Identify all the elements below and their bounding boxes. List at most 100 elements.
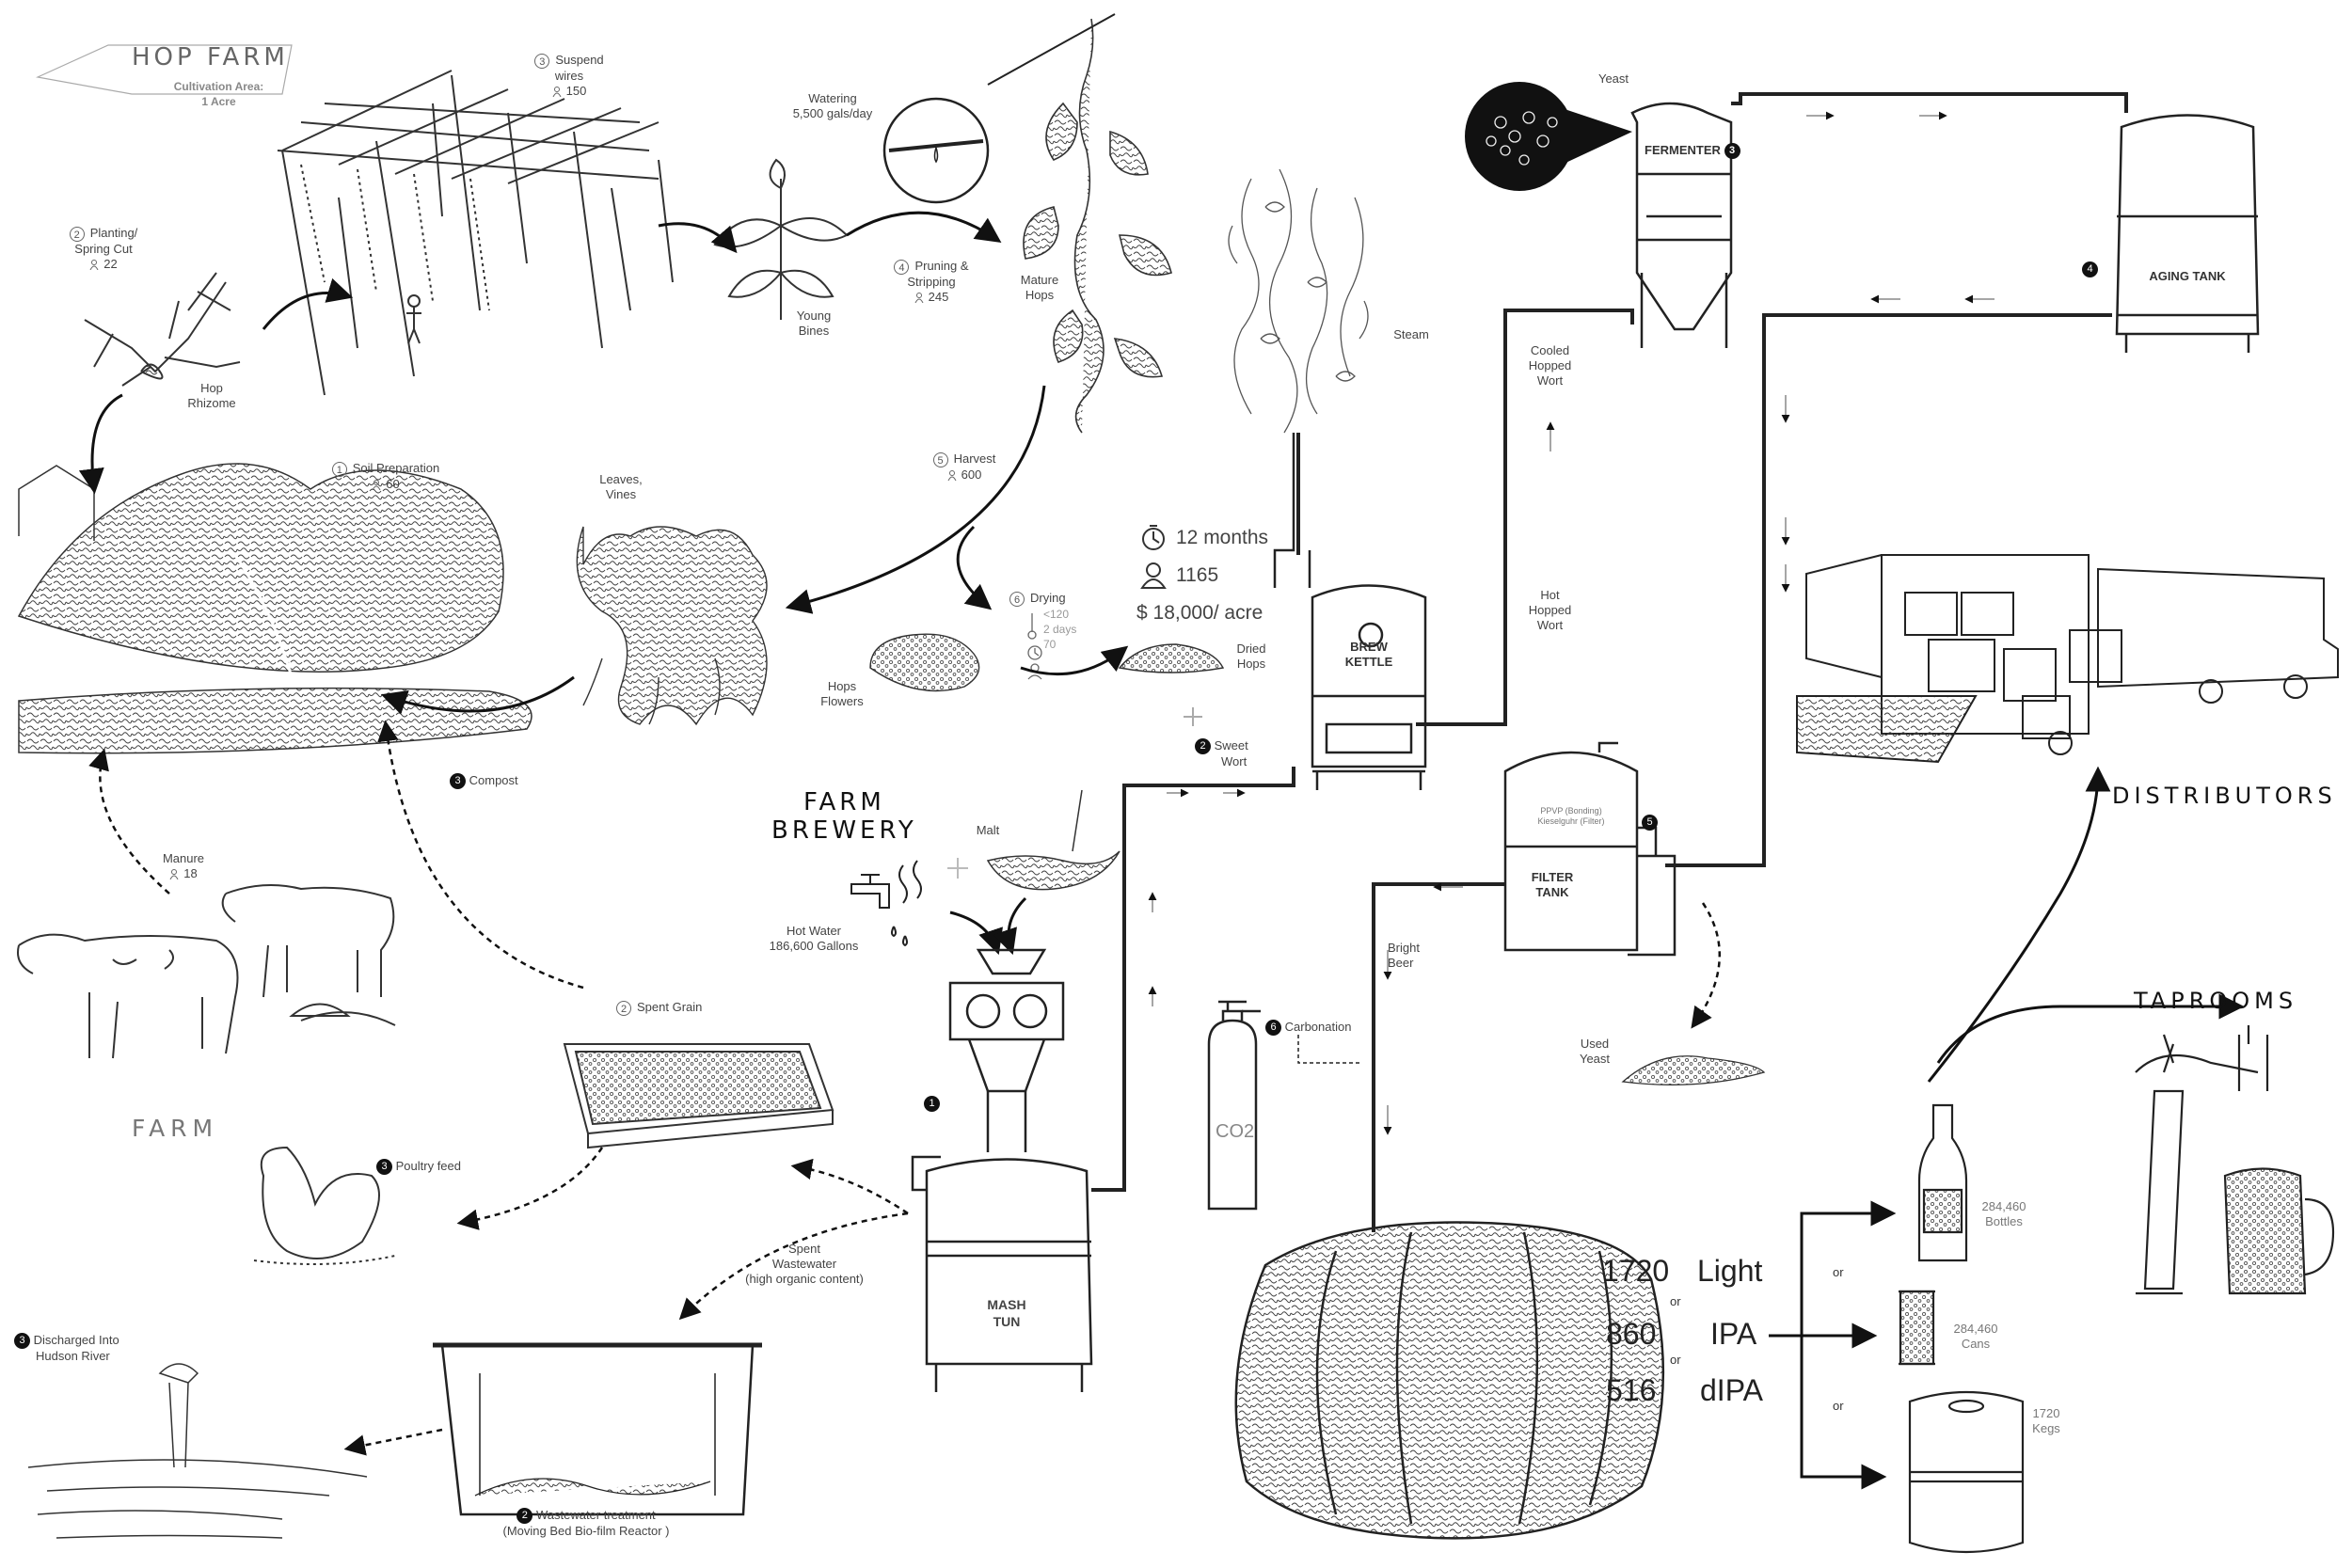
- label-line: Beer: [1388, 956, 1414, 970]
- step-label: (Moving Bed Bio-film Reactor ): [502, 1524, 670, 1539]
- young-bines-illustration: [713, 158, 849, 320]
- cans-label: 284,460 Cans: [1943, 1322, 2009, 1352]
- plus-sign: [1184, 707, 1202, 726]
- beer-tap-illustration: [2135, 1025, 2269, 1295]
- person-icon: [914, 292, 924, 303]
- stat-duration: 12 months: [1176, 527, 1269, 548]
- person-icon: [372, 479, 381, 490]
- title-line: BREWERY: [771, 816, 917, 845]
- filter-tank-label: FILTER TANK: [1524, 870, 1581, 900]
- aging-tank-step-number: 4: [2082, 261, 2098, 278]
- label-line: Yeast: [1579, 1052, 1611, 1066]
- co2-tank-illustration: [1207, 1000, 1261, 1211]
- step-number: 2: [616, 1000, 631, 1016]
- label-line: Bines: [798, 324, 830, 338]
- stat-cost: $ 18,000/ acre: [1136, 602, 1263, 624]
- step-label: Pruning &: [914, 259, 969, 273]
- aging-tank-illustration: [2115, 114, 2260, 353]
- label-line: Hopped: [1528, 603, 1572, 617]
- label-line: Hops: [827, 679, 857, 693]
- label-line: FILTER: [1531, 870, 1574, 884]
- fermenter-label: FERMENTER 3: [1645, 143, 1776, 160]
- label-line: Leaves,: [599, 472, 643, 486]
- label-line: PPVP (Bonding): [1540, 806, 1602, 816]
- label-line: Spent: [788, 1242, 820, 1256]
- young-bines-label: Young Bines: [776, 309, 851, 339]
- label-line: TANK: [1535, 885, 1569, 899]
- step-label: Stripping: [907, 274, 956, 289]
- step-label: Hudson River: [36, 1349, 110, 1364]
- label-line: KETTLE: [1344, 655, 1393, 669]
- wastewater-treatment-tank: [433, 1342, 762, 1516]
- step-number: 6: [1265, 1020, 1281, 1037]
- step-label: wires: [554, 68, 584, 83]
- mature-hops-illustration: [1023, 18, 1172, 434]
- package-type: Kegs: [2032, 1421, 2060, 1435]
- spent-wastewater-label: Spent Wastewater (high organic content): [739, 1242, 870, 1287]
- label-line: Wastewater: [771, 1257, 837, 1271]
- barrel-illustration: [1234, 1221, 1665, 1540]
- spent-grain-label: 2 Spent Grain: [616, 1000, 729, 1016]
- hop-rhizome-illustration: [84, 272, 241, 387]
- step-label: Carbonation: [1284, 1020, 1352, 1034]
- kegs-label: 1720 Kegs: [2023, 1406, 2070, 1436]
- leaves-vines-label: Leaves, Vines: [583, 472, 659, 502]
- hop-farm-title: HOP FARM: [132, 43, 289, 71]
- wastewater-treatment-label: 2 Wastewater treatment (Moving Bed Bio-f…: [478, 1508, 694, 1539]
- label-line: Kieselguhr (Filter): [1537, 816, 1605, 826]
- mash-tun-illustration: [911, 948, 1093, 1392]
- step-label: Harvest: [953, 451, 996, 466]
- label-line: Hops: [1025, 288, 1055, 302]
- bright-beer-label: Bright Beer: [1388, 941, 1435, 971]
- brewery-piping: [1091, 92, 2128, 1232]
- step-label: Spent Grain: [637, 1000, 703, 1014]
- step-number: 2: [69, 226, 85, 242]
- step-label: Wort: [1221, 754, 1248, 769]
- filter-media-label: PPVP (Bonding) Kieselguhr (Filter): [1515, 806, 1628, 827]
- package-qty: 1720: [2032, 1406, 2060, 1420]
- hot-water-tap-icon: [850, 860, 922, 947]
- label-line: Cooled: [1530, 343, 1570, 357]
- step-label: Planting/: [89, 226, 138, 240]
- worker-count: 22: [103, 256, 118, 271]
- label-line: 186,600 Gallons: [769, 939, 859, 953]
- step-number: 4: [2082, 261, 2098, 278]
- package-type: Cans: [1961, 1337, 1991, 1351]
- dried-hops-label: Dried Hops: [1223, 641, 1279, 672]
- label-line: Bright: [1388, 941, 1420, 955]
- output-type-ipa: IPA: [1710, 1317, 1757, 1351]
- worker-count: 70: [1043, 637, 1057, 651]
- aging-tank-label: AGING TANK: [2149, 269, 2226, 283]
- stats-icons: [1140, 525, 1167, 589]
- step-label: Suspend: [555, 53, 604, 67]
- drying-temperature: <120: [1043, 607, 1070, 621]
- bottle-illustration: [1917, 1103, 1968, 1262]
- step-number: 3: [450, 773, 466, 790]
- cultivation-area-value: 1 Acre: [201, 95, 236, 108]
- brew-kettle-illustration: [1273, 433, 1427, 790]
- malt-label: Malt: [976, 823, 1000, 837]
- worker-count: 245: [928, 289, 949, 304]
- cows-illustration: [17, 884, 396, 1059]
- farm-title: FARM: [132, 1115, 219, 1142]
- distributor-trucks-illustration: [1796, 554, 2339, 764]
- person-icon: [552, 86, 562, 97]
- mash-tun-step-number: 1: [924, 1096, 940, 1113]
- distributors-title: DISTRIBUTORS: [2112, 783, 2337, 809]
- keg-illustration: [1908, 1390, 2025, 1554]
- cooled-wort-label: Cooled Hopped Wort: [1515, 343, 1585, 388]
- step-number: 3: [14, 1333, 30, 1350]
- yeast-magnifier: [1465, 82, 1632, 191]
- step-number: 1: [924, 1096, 940, 1113]
- label-line: Hopped: [1528, 358, 1572, 372]
- or-label: or: [1833, 1265, 1844, 1279]
- used-yeast-pile: [1621, 1055, 1766, 1085]
- dried-hops-pile: [1118, 643, 1225, 673]
- discharge-illustration: [27, 1363, 368, 1539]
- label-line: Manure: [162, 851, 205, 865]
- sweet-wort-label: 2 Sweet Wort: [1195, 738, 1270, 769]
